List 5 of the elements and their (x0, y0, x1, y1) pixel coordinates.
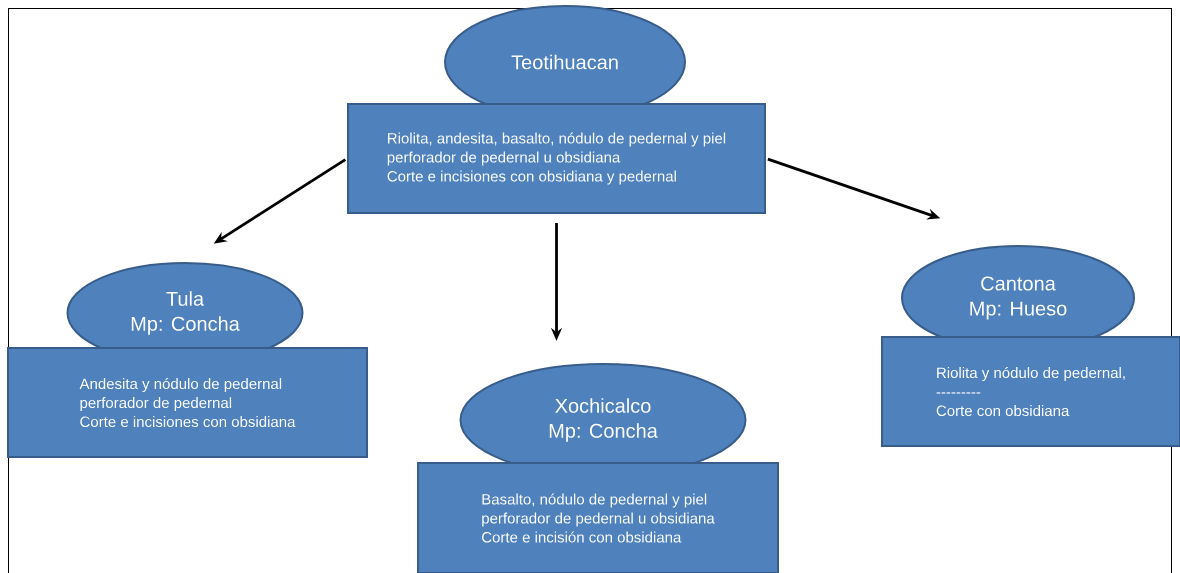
text-box: Riolita y nódulo de pedernal, --------- Corte con obsidiana (881, 336, 1180, 447)
text-box: Riolita, andesita, basalto, nódulo de pedernal y piel perforador de pedernal u obsidiana Corte e incisiones con obsidiana y pedernal (347, 103, 766, 214)
text-box: Basalto, nódulo de pedernal y piel perforador de pedernal u obsidiana Corte e incisión con obsidiana (417, 462, 779, 573)
ellipse-node: Teotihuacan (444, 5, 686, 119)
text-box: Andesita y nódulo de pedernal perforador de pedernal Corte e incisiones con obsidiana (7, 347, 368, 458)
